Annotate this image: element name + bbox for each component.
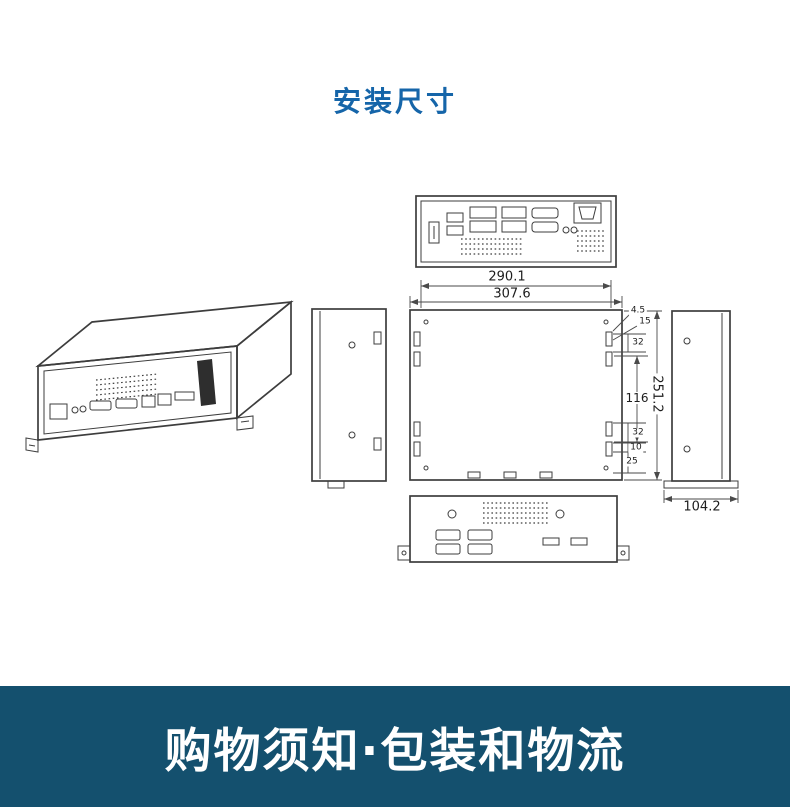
dim-label-slot-span: 116 [623,391,651,405]
rear-panel-view [415,195,617,268]
dim-label-offset-bottom-b: 25 [624,456,640,467]
dim-label-offset-top-b: 15 [637,316,653,327]
dim-label-offset-top-a: 4.5 [628,305,648,316]
right-side-view [663,310,739,489]
front-view [397,495,630,563]
section-banner-shopping-notice: 购物须知·包装和物流 [0,686,790,807]
dim-label-inner-width: 290.1 [486,269,528,285]
dim-label-depth: 104.2 [681,499,723,515]
dimension-lines [409,280,739,503]
dim-label-slot-top: 32 [630,337,646,348]
dim-label-offset-bottom-a: 10 [628,442,644,453]
dim-label-outer-width: 307.6 [491,286,533,302]
section-title-install-dimensions: 安装尺寸 [332,85,457,118]
banner-text: 购物须知·包装和物流 [164,724,626,779]
brand-logo [197,359,216,406]
dim-label-outer-height: 251.2 [649,373,665,415]
technical-drawing [25,195,739,563]
top-view [409,309,623,481]
left-side-view [311,308,387,489]
isometric-view [25,300,294,453]
dim-label-slot-bottom: 32 [630,427,646,438]
